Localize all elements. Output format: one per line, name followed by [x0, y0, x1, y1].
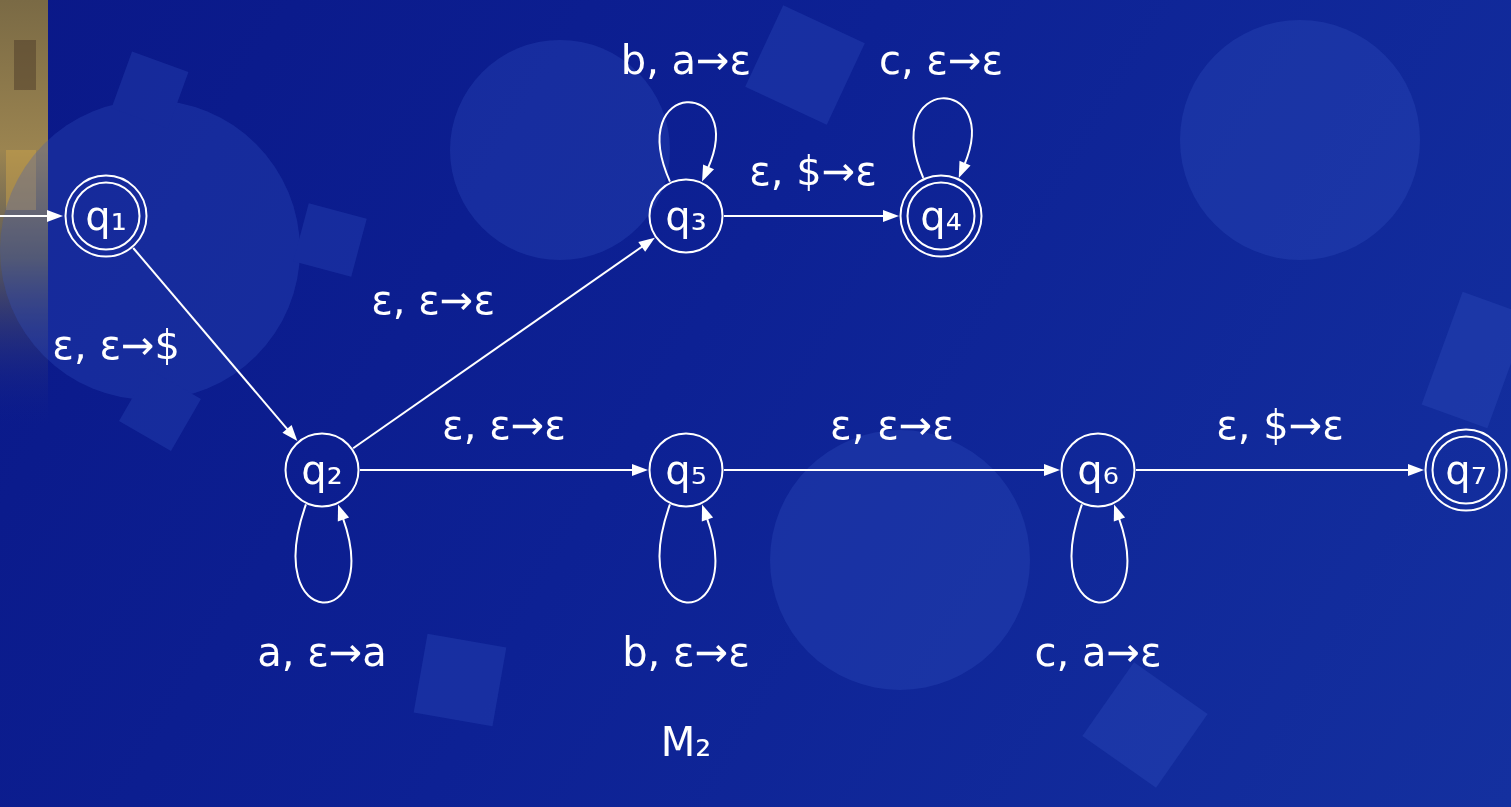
- transition-label: ε, ε→$: [52, 322, 180, 368]
- arrowhead: [702, 504, 713, 521]
- gear-tooth: [119, 369, 201, 451]
- transition-label: ε, $→ε: [749, 148, 877, 194]
- accept-ring: [1433, 437, 1500, 504]
- gear-tooth: [1082, 662, 1207, 787]
- state-ring: [650, 434, 723, 507]
- accept-state: q₄: [899, 174, 983, 258]
- transition-arrow: [1072, 504, 1128, 602]
- start-arrow: [0, 215, 49, 217]
- gear-tooth: [112, 52, 189, 129]
- gear-tooth: [293, 203, 366, 276]
- photo-strip: [0, 0, 48, 430]
- state-ring: [901, 176, 982, 257]
- gear-tooth: [745, 5, 865, 125]
- transition-line: [1136, 469, 1410, 471]
- transition-arrow: [914, 98, 972, 178]
- arrowhead: [1044, 464, 1060, 476]
- loop-line: [1072, 504, 1128, 602]
- transition-label: c, ε→ε: [879, 37, 1003, 83]
- transition-arrow: [660, 102, 716, 181]
- accept-ring: [908, 183, 975, 250]
- gear-tooth: [414, 634, 507, 727]
- start-arrowhead: [47, 210, 63, 222]
- state-name: q₂: [301, 447, 342, 493]
- accept-ring: [73, 183, 140, 250]
- arrowhead: [632, 464, 648, 476]
- state-circle: q₆: [1060, 432, 1136, 508]
- arrowhead: [638, 238, 655, 252]
- transition-label: b, a→ε: [621, 37, 751, 83]
- machine-name: M₂: [661, 719, 712, 765]
- transition-label: c, a→ε: [1034, 629, 1161, 675]
- gear-shape: [1180, 20, 1420, 260]
- gear-tooth: [1422, 292, 1511, 429]
- state-name: q₁: [85, 193, 126, 239]
- arrowhead: [702, 165, 714, 182]
- transition-line: [353, 246, 643, 448]
- state-name: q₄: [920, 193, 961, 239]
- transition-label: a, ε→a: [257, 629, 387, 675]
- transition-line: [360, 469, 634, 471]
- state-name: q₃: [665, 193, 706, 239]
- arrowhead: [338, 504, 349, 521]
- transition-label: b, ε→ε: [622, 629, 750, 675]
- transition-arrow: [296, 504, 352, 602]
- transition-arrow: [353, 238, 655, 449]
- accept-state: q₇: [1424, 428, 1508, 512]
- transition-arrow: [724, 210, 899, 222]
- arrowhead: [1408, 464, 1424, 476]
- state-ring: [286, 434, 359, 507]
- state-ring: [650, 180, 723, 253]
- arrowhead: [282, 425, 297, 441]
- photo-detail: [14, 40, 36, 90]
- transition-line: [724, 215, 885, 217]
- state-circle: q₃: [648, 178, 724, 254]
- transition-label: ε, ε→ε: [442, 402, 566, 448]
- state-circle: q₂: [284, 432, 360, 508]
- loop-line: [296, 504, 352, 602]
- state-ring: [1426, 430, 1507, 511]
- gear-shape: [0, 100, 300, 400]
- state-ring: [66, 176, 147, 257]
- transition-arrow: [724, 464, 1060, 476]
- transition-label: ε, ε→ε: [830, 402, 954, 448]
- state-name: q₅: [665, 447, 706, 493]
- transition-arrow: [660, 504, 716, 602]
- transition-line: [724, 469, 1046, 471]
- arrowhead: [883, 210, 899, 222]
- loop-line: [914, 98, 972, 178]
- arrowhead: [959, 161, 971, 178]
- loop-line: [660, 504, 716, 602]
- state-ring: [1062, 434, 1135, 507]
- accept-state: q₁: [64, 174, 148, 258]
- state-name: q₇: [1445, 447, 1486, 493]
- state-circle: q₅: [648, 432, 724, 508]
- state-name: q₆: [1077, 447, 1118, 493]
- transition-label: ε, $→ε: [1216, 402, 1344, 448]
- transition-label: ε, ε→ε: [371, 277, 495, 323]
- transition-arrow: [1136, 464, 1424, 476]
- loop-line: [660, 102, 716, 181]
- arrowhead: [1114, 504, 1125, 521]
- transition-arrow: [360, 464, 648, 476]
